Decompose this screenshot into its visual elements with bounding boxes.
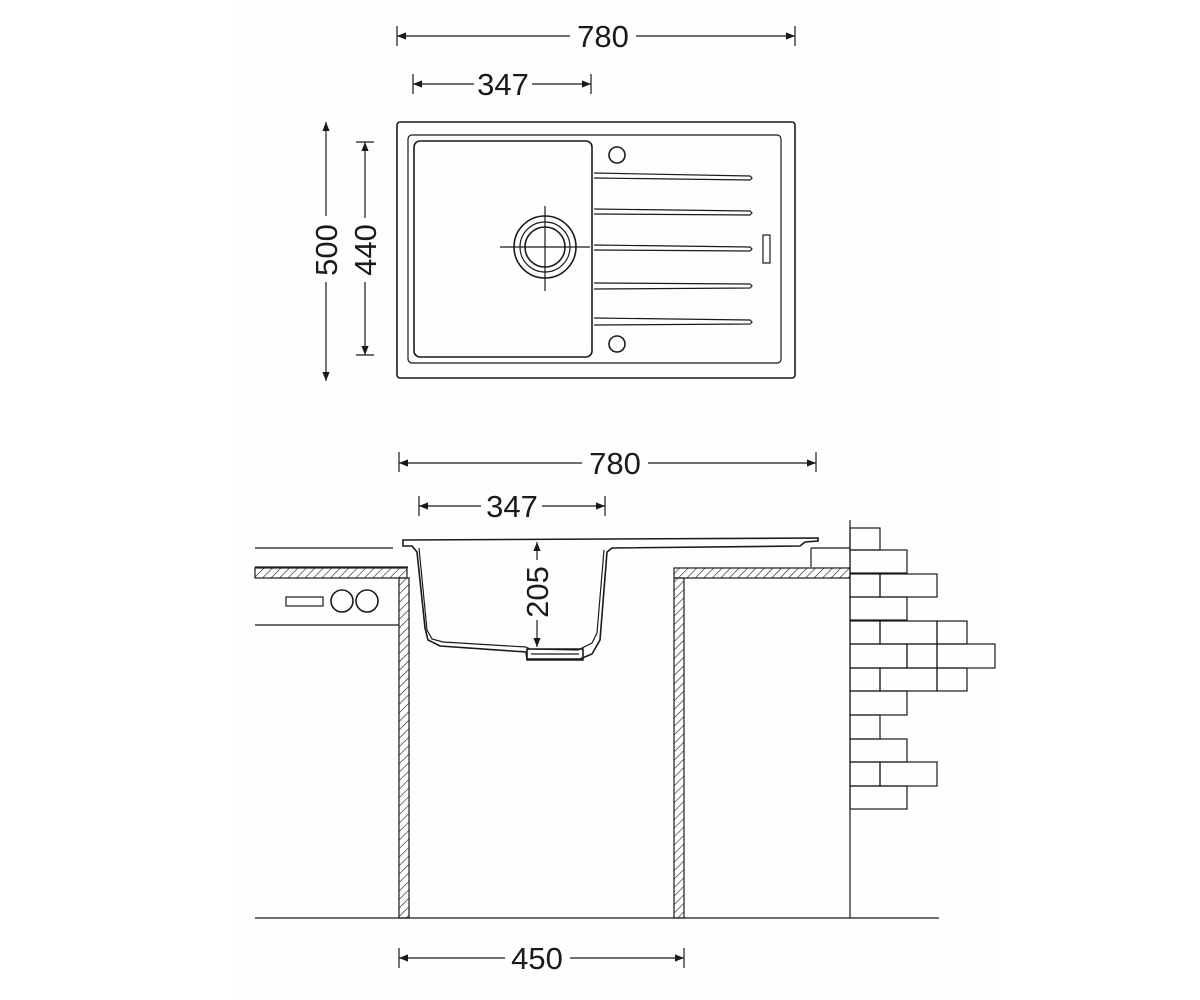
top-overall-depth-label: 500 <box>309 224 344 276</box>
cabinet-width-dimension: 450 <box>398 941 685 976</box>
appliance-knob-right <box>355 589 379 613</box>
side-overall-width-label: 780 <box>589 446 641 481</box>
top-bowl-width-dimension: 347 <box>412 67 592 102</box>
side-width-dimension: 780 <box>398 446 817 481</box>
drawing-panel <box>236 0 1000 1000</box>
brick-wall <box>849 527 996 810</box>
bowl-top <box>413 140 593 358</box>
top-bowl-depth-dimension: 440 <box>348 141 383 356</box>
appliance-knob-left <box>330 589 354 613</box>
top-depth-dimension: 500 <box>309 122 344 381</box>
bowl-height-dimension: 205 <box>520 542 555 647</box>
overflow-slot <box>762 234 771 264</box>
appliance-panel <box>285 589 379 613</box>
right-countertop <box>673 547 851 579</box>
tap-hole-top <box>608 146 626 164</box>
appliance-display <box>285 596 324 607</box>
sink-top-outline <box>396 121 796 379</box>
top-bowl-depth-label: 440 <box>348 224 383 276</box>
sink-section <box>402 537 819 661</box>
right-cabinet-wall <box>673 577 685 919</box>
drainer-ribs <box>593 172 753 326</box>
drain-top <box>500 206 590 291</box>
top-bowl-width-label: 347 <box>477 67 529 102</box>
left-cabinet-wall <box>398 577 410 919</box>
top-width-dimension: 780 <box>396 19 796 54</box>
side-bowl-width-dimension: 347 <box>418 489 606 524</box>
tap-hole-bottom <box>608 335 626 353</box>
side-view: 780 347 <box>254 446 996 976</box>
top-overall-width-label: 780 <box>577 19 629 54</box>
left-countertop <box>254 547 408 626</box>
side-bowl-width-label: 347 <box>486 489 538 524</box>
cabinet-width-label: 450 <box>511 941 563 976</box>
top-view: 780 347 500 440 <box>309 19 796 381</box>
bowl-height-label: 205 <box>520 566 555 618</box>
